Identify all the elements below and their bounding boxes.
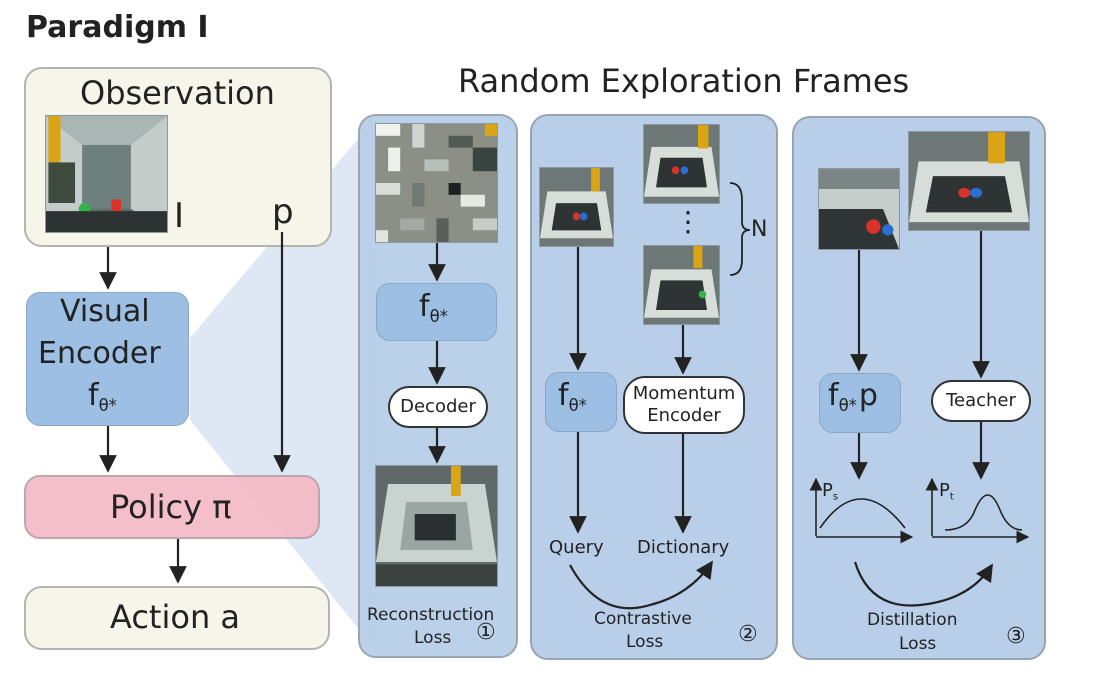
ps-label: Ps xyxy=(822,480,839,503)
panel1-index: ① xyxy=(476,620,496,645)
pt-curve xyxy=(944,494,1023,531)
panel3-index: ③ xyxy=(1006,624,1026,649)
panel1-encoder-symbol: fθ* xyxy=(419,289,448,326)
paradigm-title: Paradigm I xyxy=(26,10,209,45)
panel3-encoder-box xyxy=(819,373,901,433)
reconstructed-image xyxy=(375,465,498,587)
observation-image xyxy=(45,115,168,233)
policy-label: Policy π xyxy=(110,488,232,526)
n-label: N xyxy=(751,217,768,242)
keys-ellipsis: ⋮ xyxy=(674,205,702,238)
image-I-label: I xyxy=(174,196,185,236)
query-label: Query xyxy=(549,537,604,558)
visual-encoder-line2: Encoder xyxy=(38,336,161,371)
contrastive-curve xyxy=(569,560,713,610)
visual-encoder-symbol: fθ* xyxy=(88,378,117,415)
panel1-encoder-box xyxy=(376,283,497,341)
visual-encoder-box xyxy=(26,292,189,426)
student-image xyxy=(818,168,900,250)
contrastive-loss-line1: Contrastive xyxy=(594,609,692,629)
pt-label: Pt xyxy=(939,480,954,503)
policy-box xyxy=(24,475,320,539)
panel2-index: ② xyxy=(738,622,758,647)
ps-curve xyxy=(819,498,906,529)
action-label: Action a xyxy=(110,598,240,636)
frames-title: Random Exploration Frames xyxy=(458,62,910,100)
contrastive-loss-line2: Loss xyxy=(626,632,664,652)
panel3-encoder-p: p xyxy=(858,378,878,413)
reconstruction-loss-line2: Loss xyxy=(414,628,452,648)
visual-encoder-line1: Visual xyxy=(60,294,150,329)
momentum-line2: Encoder xyxy=(647,405,721,426)
teacher-image xyxy=(908,131,1030,231)
dictionary-label: Dictionary xyxy=(637,537,730,558)
panel2-encoder-symbol: fθ* xyxy=(558,378,587,415)
teacher-box: Teacher xyxy=(931,380,1031,422)
panel2-encoder-box xyxy=(545,372,617,432)
distillation-loss-line1: Distillation xyxy=(867,610,958,630)
proprioception-p-label: p xyxy=(272,192,294,232)
reconstruction-loss-line1: Reconstruction xyxy=(367,605,495,625)
action-box xyxy=(24,586,330,650)
key-image-bottom xyxy=(643,245,720,325)
panel3-encoder-symbol: fθ*p xyxy=(828,378,878,415)
distillation-curve xyxy=(853,561,993,607)
distillation-loss-line2: Loss xyxy=(899,634,937,654)
key-image-top xyxy=(643,124,720,204)
query-image xyxy=(539,167,614,247)
observation-label: Observation xyxy=(80,74,275,112)
momentum-line1: Momentum xyxy=(632,383,736,404)
decoder-box: Decoder xyxy=(388,386,488,428)
masked-input-image xyxy=(375,123,498,243)
